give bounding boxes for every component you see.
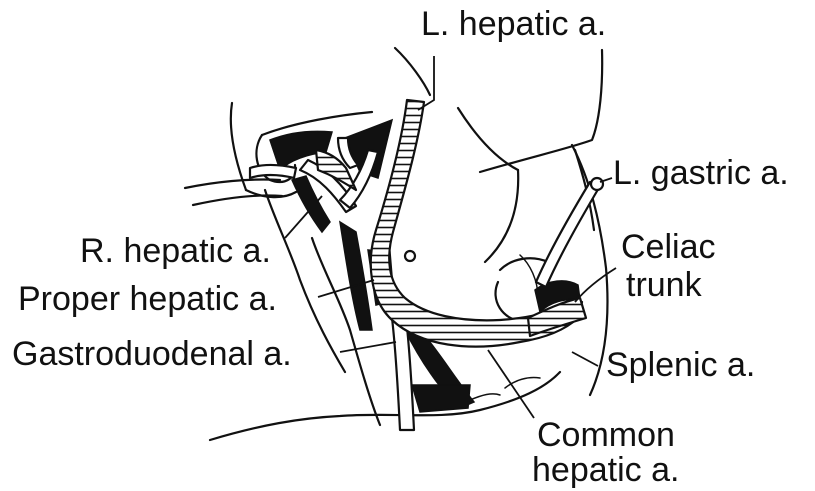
label-splenic: Splenic a. <box>606 347 755 383</box>
label-right-hepatic: R. hepatic a. <box>80 233 271 269</box>
leader-common-hepatic <box>488 350 534 418</box>
leader-gastroduodenal <box>340 342 396 352</box>
leader-splenic <box>572 352 598 366</box>
label-common-line1: Common <box>537 417 675 453</box>
leader-celiac <box>575 268 616 302</box>
label-left-hepatic: L. hepatic a. <box>421 6 606 42</box>
left-gastric-vessel <box>536 182 600 287</box>
label-proper-hepatic: Proper hepatic a. <box>18 281 277 317</box>
label-common-line2: hepatic a. <box>532 452 679 488</box>
branch-stub <box>405 251 415 261</box>
label-gastroduodenal: Gastroduodenal a. <box>12 336 292 372</box>
label-celiac-line1: Celiac <box>621 229 715 265</box>
left-gastric-origin <box>591 178 603 190</box>
label-celiac-line2: trunk <box>626 267 702 303</box>
label-left-gastric: L. gastric a. <box>613 155 789 191</box>
